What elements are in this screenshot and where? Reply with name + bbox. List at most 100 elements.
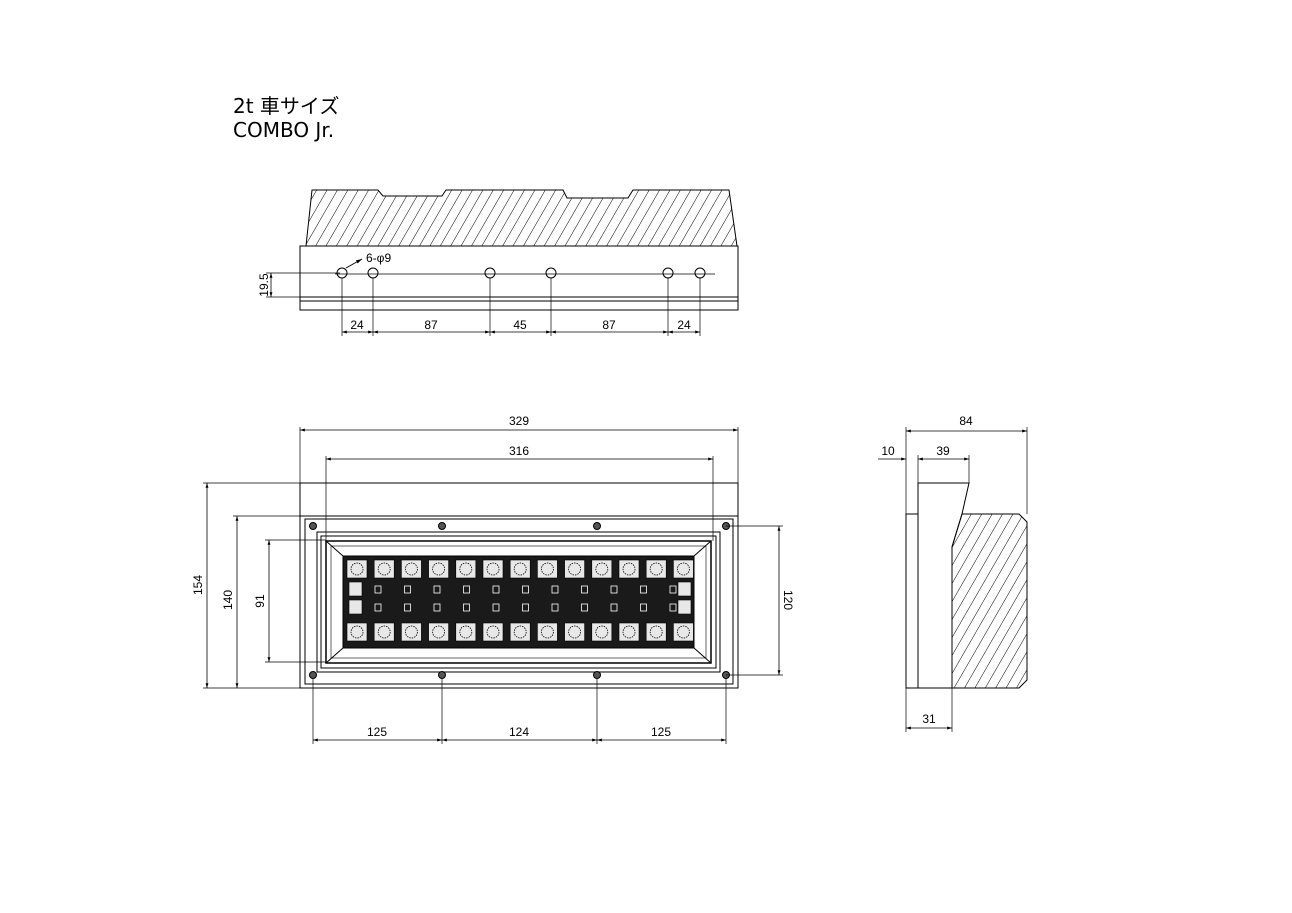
- led-cell: [373, 559, 395, 579]
- step-dim: 39: [936, 444, 950, 458]
- led-chip: [581, 603, 588, 612]
- led-lamp: [486, 625, 500, 639]
- led-chip: [463, 603, 470, 612]
- led-cell: [509, 559, 531, 579]
- led-cell: [482, 622, 504, 642]
- led-lamp: [677, 625, 690, 639]
- led-lamp: [459, 562, 473, 576]
- side-hatched-lens: [951, 513, 1028, 689]
- depth-dim: 84: [959, 414, 973, 428]
- inner-width-dim: 316: [509, 444, 529, 458]
- product-title: COMBO Jr.: [233, 118, 335, 142]
- led-cell: [537, 622, 558, 642]
- led-lamp: [432, 625, 446, 639]
- overall-width-dim: 329: [509, 414, 529, 428]
- led-chip: [610, 585, 618, 594]
- led-cell: [401, 559, 422, 579]
- led-lamp: [541, 562, 554, 576]
- led-chip: [610, 603, 618, 612]
- led-chip: [640, 585, 647, 594]
- flange-dim: 10: [881, 444, 895, 458]
- led-lamp: [404, 625, 418, 639]
- led-cell: [673, 559, 694, 579]
- side-view: [878, 427, 1028, 732]
- led-chip: [581, 585, 588, 594]
- led-chip: [492, 603, 500, 612]
- screw: [309, 671, 317, 679]
- led-lamp: [595, 625, 609, 639]
- led-cell: [401, 622, 422, 642]
- led-lamp: [622, 562, 636, 576]
- led-lamp: [350, 625, 364, 639]
- led-cell: [591, 622, 613, 642]
- hole-spacing-dim: 87: [602, 318, 616, 332]
- led-cell: [455, 622, 477, 642]
- led-cell: [537, 559, 558, 579]
- screw: [438, 522, 446, 530]
- led-lamp: [404, 562, 418, 576]
- led-cell: [428, 559, 449, 579]
- hole-spacing-dim: 87: [424, 318, 438, 332]
- led-end-cell: [677, 599, 692, 615]
- led-cell: [564, 559, 585, 579]
- led-lamp: [377, 562, 391, 576]
- led-chip: [522, 603, 529, 612]
- screw: [593, 522, 601, 530]
- led-cell: [645, 622, 667, 642]
- led-chip: [433, 585, 441, 594]
- led-lamp: [622, 625, 636, 639]
- front-mount-plate: [304, 518, 734, 685]
- led-lamp: [432, 562, 446, 576]
- led-cell: [455, 559, 477, 579]
- base-dim: 31: [922, 712, 936, 726]
- led-end-cell: [348, 581, 363, 597]
- led-cell: [673, 622, 694, 642]
- mount-height-dim: 140: [221, 590, 235, 610]
- screw-spacing-dim: 125: [651, 725, 671, 739]
- led-lamp: [459, 625, 473, 639]
- led-chip: [522, 585, 529, 594]
- hole-spec-label: 6-φ9: [366, 251, 391, 265]
- led-chip: [492, 585, 500, 594]
- led-lamp: [568, 625, 581, 639]
- led-chip: [404, 603, 411, 612]
- lens-height-dim: 91: [253, 594, 267, 608]
- led-chip: [669, 603, 677, 612]
- led-cell: [618, 559, 640, 579]
- led-chip: [551, 585, 559, 594]
- led-cell: [428, 622, 449, 642]
- led-lamp: [377, 625, 391, 639]
- led-cell: [509, 622, 531, 642]
- led-chip: [433, 603, 441, 612]
- screw: [309, 522, 317, 530]
- overall-height-dim: 154: [191, 575, 205, 595]
- hole-spacing-dim: 45: [513, 318, 527, 332]
- led-lamp: [541, 625, 554, 639]
- led-lamp: [677, 562, 690, 576]
- hole-spacing-dim: 24: [350, 318, 364, 332]
- led-lamp: [595, 562, 609, 576]
- led-end-cell: [677, 581, 692, 597]
- hole-height-dim: 19.5: [257, 273, 271, 297]
- led-cell: [346, 559, 368, 579]
- led-chip: [463, 585, 470, 594]
- led-lamp: [513, 562, 527, 576]
- led-lamp: [350, 562, 364, 576]
- front-view: [203, 427, 783, 744]
- led-lamp: [486, 562, 500, 576]
- led-cell: [564, 622, 585, 642]
- led-chip: [374, 603, 382, 612]
- led-chip: [374, 585, 382, 594]
- top-view-hatched-body: [305, 189, 738, 247]
- screw-spacing-dim: 125: [367, 725, 387, 739]
- screw: [438, 671, 446, 679]
- size-title: 2t 車サイズ: [233, 94, 340, 118]
- led-lamp: [568, 562, 581, 576]
- led-cell: [591, 559, 613, 579]
- led-cell: [645, 559, 667, 579]
- led-chip: [404, 585, 411, 594]
- led-end-cell: [348, 599, 363, 615]
- led-chip: [640, 603, 647, 612]
- screw: [593, 671, 601, 679]
